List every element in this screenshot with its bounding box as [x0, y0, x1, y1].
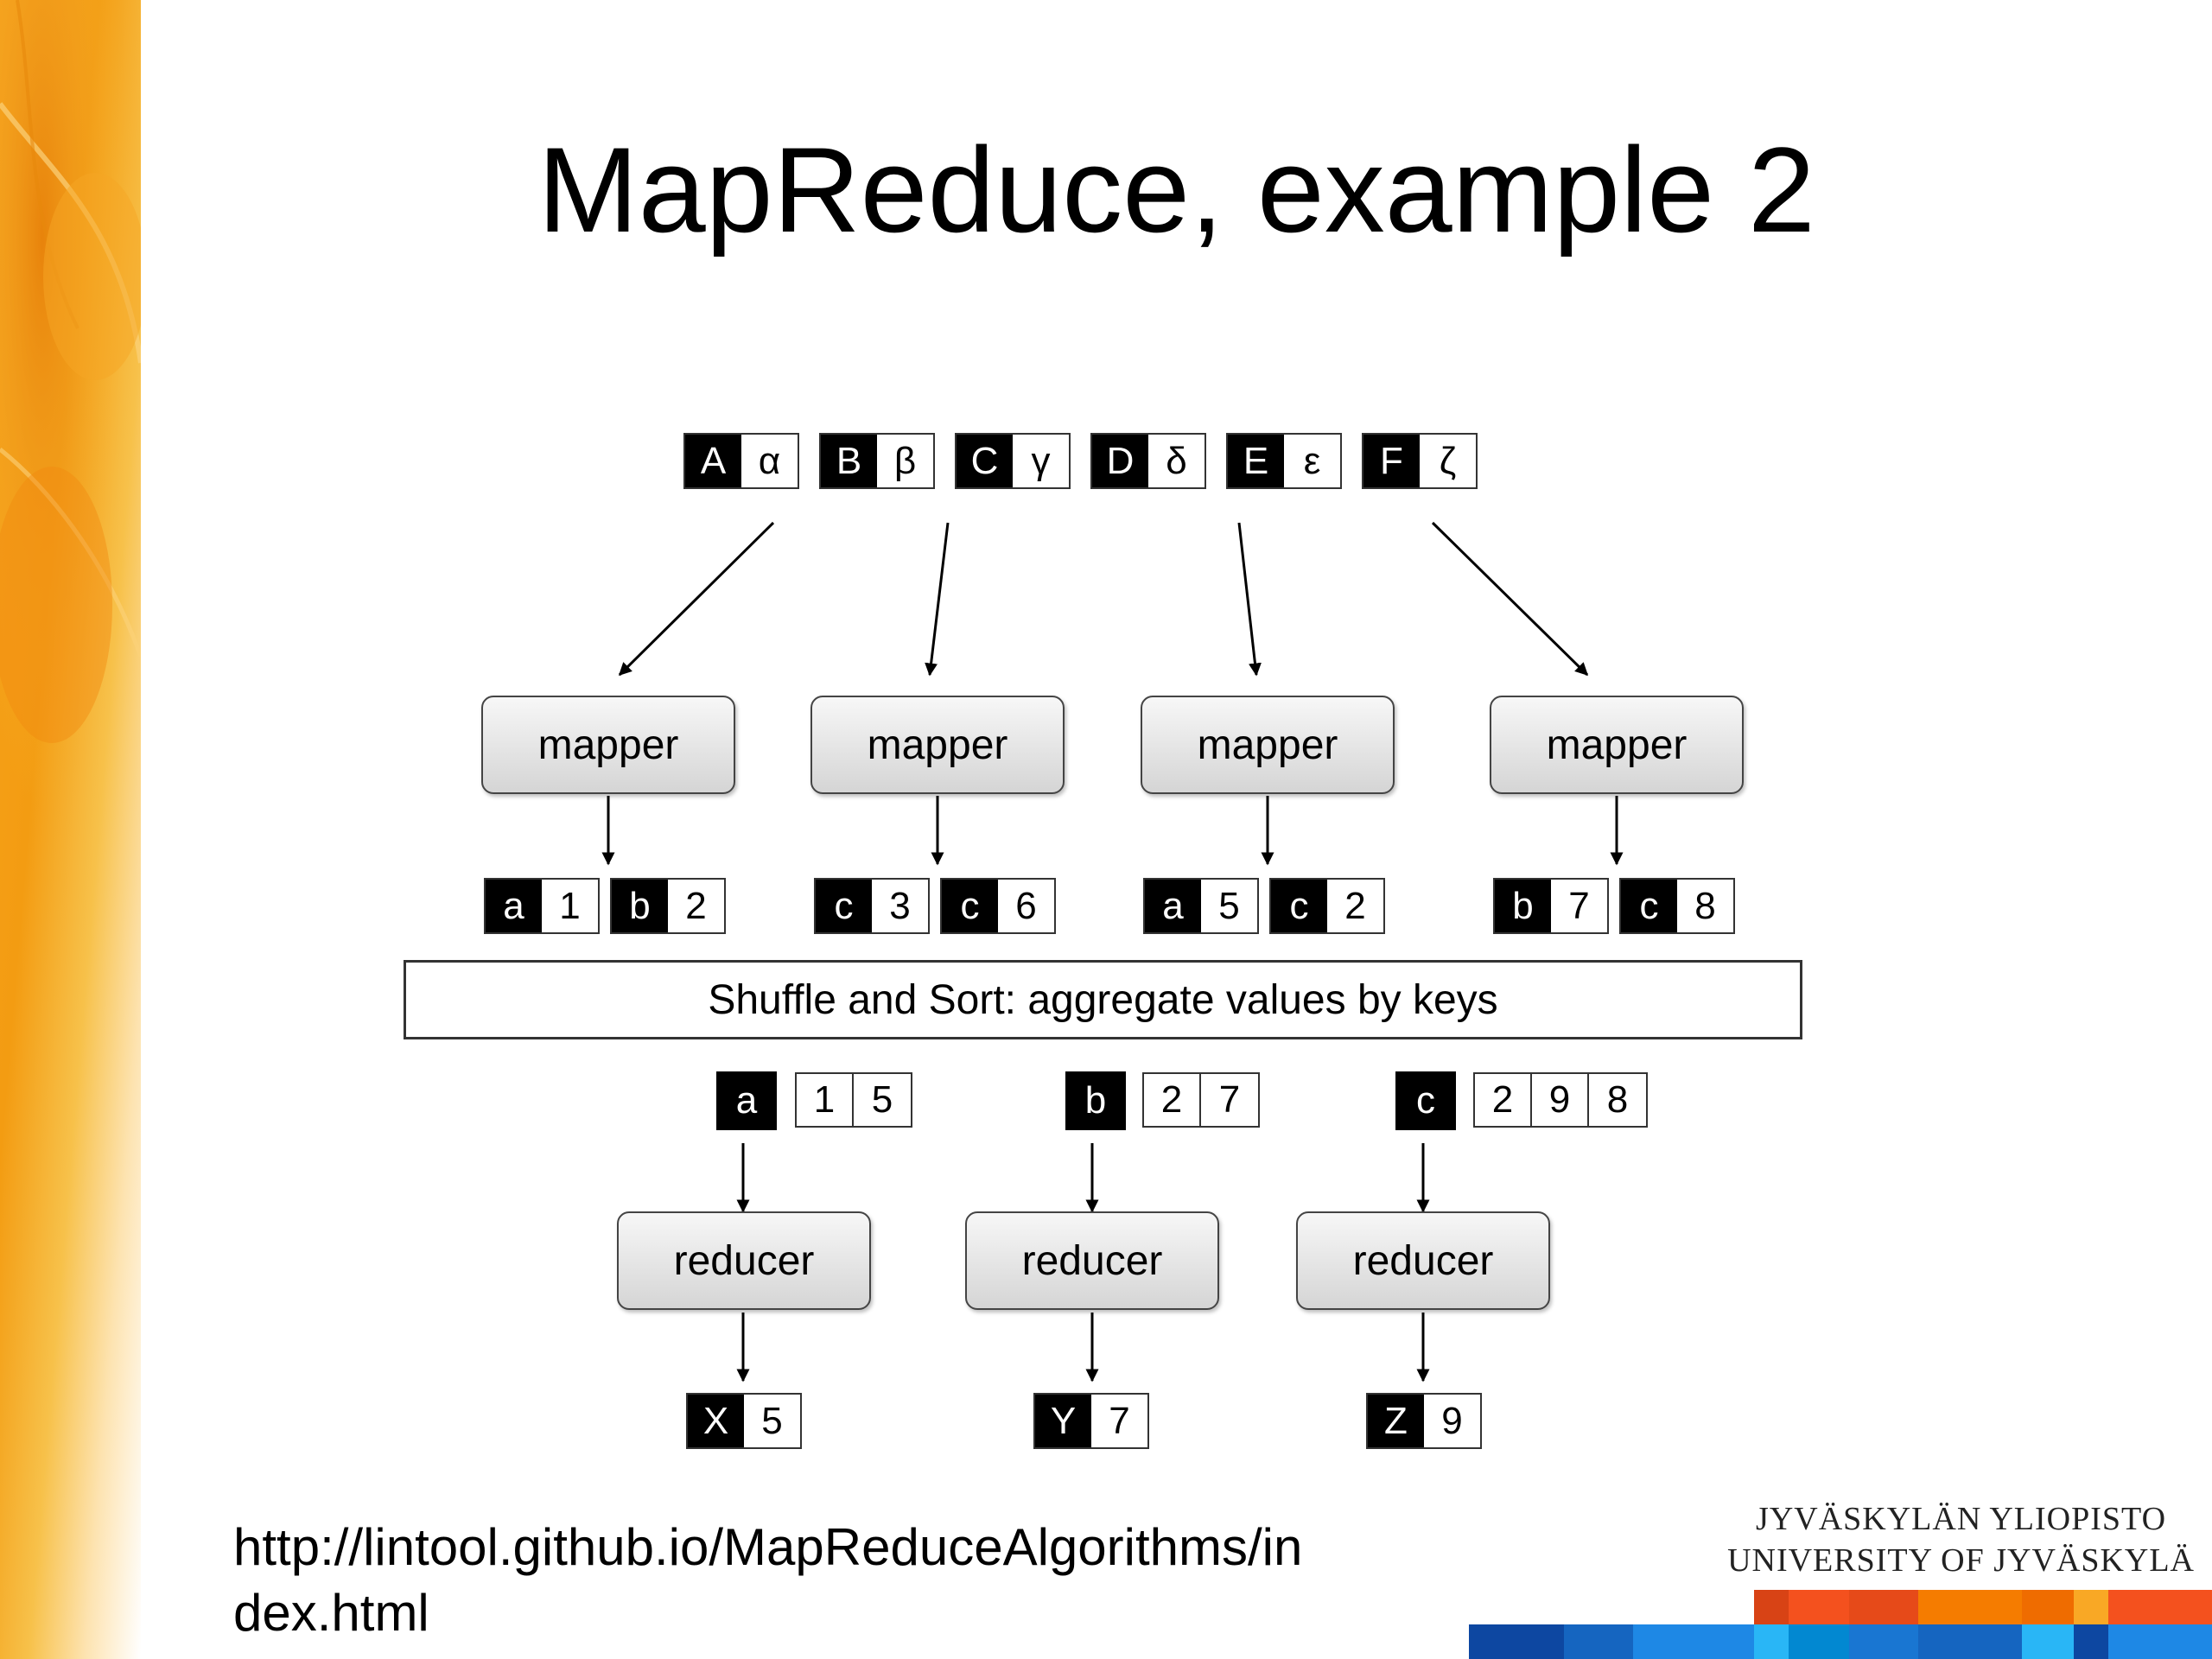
mapper-node: mapper — [481, 696, 735, 794]
pair-key: B — [821, 435, 877, 487]
group-value: 8 — [1606, 1078, 1629, 1121]
reducer-node: reducer — [965, 1211, 1219, 1310]
input-pair: A α — [683, 433, 799, 489]
group-key: c — [1395, 1071, 1456, 1130]
mapper-output-pair: c 3 — [814, 878, 930, 934]
reducer-node: reducer — [1296, 1211, 1550, 1310]
decorative-leaf-image — [0, 0, 141, 1659]
pair-value: 2 — [1327, 880, 1383, 932]
pair-value: γ — [1013, 435, 1069, 487]
pair-key: b — [1495, 880, 1551, 932]
pair-key: D — [1092, 435, 1148, 487]
pair-value: 8 — [1677, 880, 1733, 932]
arrow-input-to-mapper-3 — [1237, 522, 1262, 677]
group-values: 2 7 — [1142, 1072, 1260, 1128]
pair-key: c — [816, 880, 872, 932]
pair-key: A — [685, 435, 741, 487]
pair-value: 3 — [872, 880, 928, 932]
mapper-node: mapper — [1141, 696, 1395, 794]
pair-value: 7 — [1551, 880, 1607, 932]
source-url: http://lintool.github.io/MapReduceAlgori… — [233, 1518, 1303, 1642]
group-values: 2 9 8 — [1473, 1072, 1648, 1128]
pair-value: δ — [1148, 435, 1205, 487]
mapper-output-pair: c 6 — [940, 878, 1056, 934]
pair-value: 5 — [744, 1395, 800, 1447]
group-key: a — [716, 1071, 777, 1130]
pair-key: a — [486, 880, 542, 932]
mapper-output-pair: c 8 — [1619, 878, 1735, 934]
output-pair: Y 7 — [1033, 1393, 1149, 1449]
input-pair: B β — [819, 433, 935, 489]
pair-key: E — [1228, 435, 1284, 487]
pair-key: F — [1363, 435, 1420, 487]
arrow-input-to-mapper-1 — [618, 521, 775, 677]
pair-key: X — [688, 1395, 744, 1447]
group-value: 2 — [1144, 1074, 1201, 1126]
university-name-finnish: JYVÄSKYLÄN YLIOPISTO — [1756, 1501, 2167, 1537]
pair-key: Y — [1035, 1395, 1091, 1447]
group-value: 1 — [797, 1074, 854, 1126]
reducer-node: reducer — [617, 1211, 871, 1310]
input-pair: C γ — [955, 433, 1071, 489]
mapper-output-pair: c 2 — [1269, 878, 1385, 934]
pair-key: a — [1145, 880, 1201, 932]
pair-key: Z — [1368, 1395, 1424, 1447]
pair-value: 9 — [1424, 1395, 1480, 1447]
input-pair: D δ — [1090, 433, 1206, 489]
mapper-output-pair: b 7 — [1493, 878, 1609, 934]
output-pair: X 5 — [686, 1393, 802, 1449]
group-values: 1 5 — [795, 1072, 912, 1128]
pair-value: β — [877, 435, 933, 487]
pair-key: c — [1271, 880, 1327, 932]
mapper-node: mapper — [810, 696, 1065, 794]
pair-value: 6 — [998, 880, 1054, 932]
pair-value: 2 — [668, 880, 724, 932]
university-name-english: UNIVERSITY OF JYVÄSKYLÄ — [1727, 1542, 2195, 1579]
input-pair: F ζ — [1362, 433, 1478, 489]
pair-key: c — [942, 880, 998, 932]
pair-value: 7 — [1091, 1395, 1147, 1447]
university-logo: JYVÄSKYLÄN YLIOPISTO UNIVERSITY OF JYVÄS… — [1727, 1498, 2195, 1581]
mapper-output-pair: a 1 — [484, 878, 600, 934]
group-value: 9 — [1532, 1074, 1589, 1126]
shuffle-and-sort-bar: Shuffle and Sort: aggregate values by ke… — [404, 960, 1802, 1039]
group-value: 2 — [1475, 1074, 1532, 1126]
group-key: b — [1065, 1071, 1126, 1130]
pair-key: c — [1621, 880, 1677, 932]
pair-value: ε — [1284, 435, 1340, 487]
pair-value: α — [741, 435, 798, 487]
input-pair: E ε — [1226, 433, 1342, 489]
pair-value: 5 — [1201, 880, 1257, 932]
pair-key: b — [612, 880, 668, 932]
arrow-input-to-mapper-2 — [925, 522, 950, 677]
slide-title: MapReduce, example 2 — [537, 122, 1815, 257]
pair-value: ζ — [1420, 435, 1476, 487]
output-pair: Z 9 — [1366, 1393, 1482, 1449]
group-value: 5 — [871, 1078, 893, 1121]
pair-key: C — [957, 435, 1013, 487]
mapper-node: mapper — [1490, 696, 1744, 794]
pair-value: 1 — [542, 880, 598, 932]
mapper-output-pair: b 2 — [610, 878, 726, 934]
arrow-input-to-mapper-4 — [1431, 521, 1589, 677]
group-value: 7 — [1218, 1078, 1241, 1121]
mapper-output-pair: a 5 — [1143, 878, 1259, 934]
university-color-bars — [1469, 1590, 2212, 1659]
